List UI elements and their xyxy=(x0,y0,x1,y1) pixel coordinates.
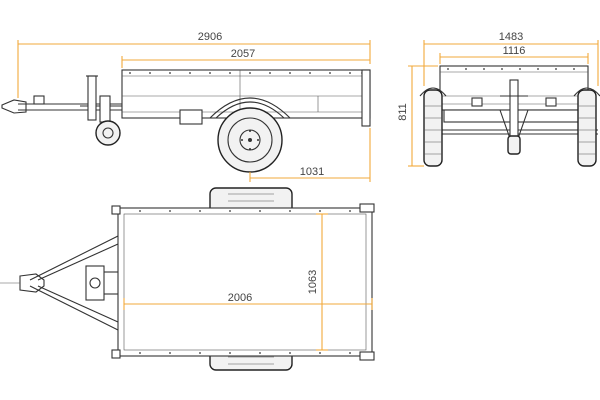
front-left-wheel xyxy=(423,89,443,167)
top-coupling xyxy=(19,273,45,293)
dim-front-height-label: 811 xyxy=(397,103,409,121)
side-main-wheel xyxy=(217,107,283,173)
front-jockey-post xyxy=(509,79,519,141)
top-view: 2006 1063 xyxy=(0,187,375,371)
side-view: 2906 2057 1031 xyxy=(1,31,371,182)
dim-top-width: 1063 xyxy=(307,213,328,351)
top-cargo-box xyxy=(117,207,373,357)
dim-front-total: 1483 xyxy=(423,31,599,86)
top-jockey-wheel xyxy=(85,265,105,301)
side-axle-bracket xyxy=(179,109,203,125)
dim-side-total: 2906 xyxy=(17,31,371,98)
side-rear-post xyxy=(361,69,371,127)
dim-top-length: 2006 xyxy=(123,292,373,310)
dim-side-box-label: 2057 xyxy=(231,48,255,60)
front-right-wheel xyxy=(577,89,597,167)
dim-top-width-label: 1063 xyxy=(307,270,319,294)
front-view: 1483 1116 811 xyxy=(397,31,600,167)
dim-front-box: 1116 xyxy=(439,45,589,64)
dim-top-length-label: 2006 xyxy=(228,292,252,304)
dim-front-box-label: 1116 xyxy=(503,45,526,57)
front-jockey-wheel xyxy=(507,135,521,155)
dim-side-total-label: 2906 xyxy=(198,31,222,43)
front-rivets xyxy=(447,68,575,70)
top-drawbar-lower xyxy=(29,285,119,331)
side-jockey-wheel xyxy=(86,75,121,146)
dim-front-total-label: 1483 xyxy=(499,31,523,43)
top-rivets xyxy=(139,210,351,354)
top-drawbar-upper xyxy=(29,235,119,281)
dim-front-height: 811 xyxy=(397,65,438,167)
side-coupling-handle xyxy=(33,95,45,105)
dim-side-axle-label: 1031 xyxy=(300,166,324,178)
side-mudguard xyxy=(209,97,291,119)
dim-side-box: 2057 xyxy=(121,48,370,68)
dim-side-axle: 1031 xyxy=(249,128,371,182)
side-coupling xyxy=(1,99,27,114)
